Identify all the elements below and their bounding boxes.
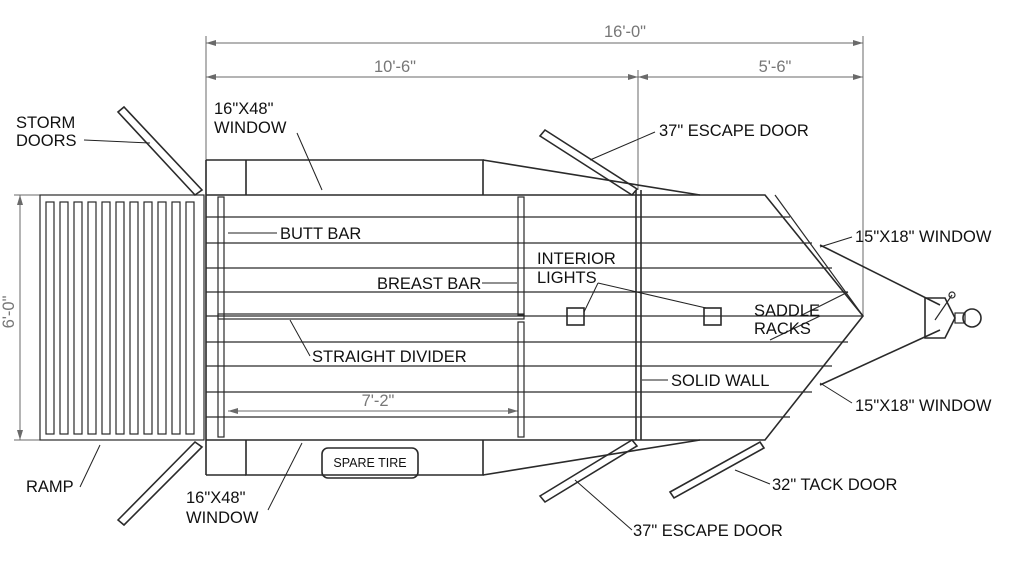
- interior-lights: [566, 307, 722, 326]
- saddle-racks-label-2: RACKS: [754, 320, 811, 338]
- tack-door-label: 32" TACK DOOR: [772, 476, 897, 494]
- storm-doors-label-1: STORM: [16, 114, 75, 132]
- tack-door: [668, 440, 766, 500]
- butt-bar-label: BUTT BAR: [280, 225, 361, 243]
- floor-boards: [206, 216, 863, 418]
- living-length-text: 10'-6": [374, 58, 416, 76]
- light-2: [703, 307, 722, 326]
- light-1: [566, 307, 585, 326]
- storm-doors-label-2: DOORS: [16, 132, 77, 150]
- window-nose-bottom-label: 15"X18" WINDOW: [855, 397, 992, 415]
- spare-tire: SPARE TIRE: [321, 447, 419, 479]
- dimension-stall-length: 7'-2": [228, 392, 518, 414]
- escape-door-bottom: [538, 438, 639, 504]
- interior-lights-label-2: LIGHTS: [537, 269, 597, 287]
- window-bottom-label-1: 16"X48": [186, 489, 246, 507]
- straight-divider-label: STRAIGHT DIVIDER: [312, 348, 467, 366]
- ramp: [39, 194, 205, 441]
- escape-door-bottom-label: 37" ESCAPE DOOR: [633, 522, 783, 540]
- dimension-width: 6'-0": [0, 194, 42, 441]
- window-top-label-2: WINDOW: [214, 119, 287, 137]
- saddle-racks-label-1: SADDLE: [754, 302, 820, 320]
- stall-length-text: 7'-2": [362, 392, 395, 410]
- hitch-tongue: [819, 244, 982, 386]
- window-bottom-label-2: WINDOW: [186, 509, 259, 527]
- window-nose-top-label: 15"X18" WINDOW: [855, 228, 992, 246]
- dimension-living-length: 10'-6": [206, 58, 639, 190]
- escape-door-top: [538, 128, 639, 197]
- solid-wall: [635, 190, 642, 440]
- escape-door-top-label: 37" ESCAPE DOOR: [659, 122, 809, 140]
- breast-bar-label: BREAST BAR: [377, 275, 481, 293]
- window-top-label-1: 16"X48": [214, 100, 274, 118]
- butt-bars: [217, 196, 225, 438]
- interior-lights-label-1: INTERIOR: [537, 250, 616, 268]
- straight-divider: [217, 313, 525, 320]
- breast-bars: [517, 196, 525, 438]
- dimension-nose-length: 5'-6": [638, 58, 863, 80]
- dimension-overall-length: 16'-0": [205, 23, 864, 316]
- ramp-label: RAMP: [26, 478, 74, 496]
- solid-wall-label: SOLID WALL: [671, 372, 769, 390]
- overall-length-text: 16'-0": [604, 23, 646, 41]
- nose-length-text: 5'-6": [759, 58, 792, 76]
- leader-lines: [79, 131, 853, 531]
- width-text: 6'-0": [0, 295, 18, 328]
- storm-doors: [116, 105, 204, 527]
- ramp-slats: [45, 201, 195, 435]
- spare-tire-label: SPARE TIRE: [333, 456, 406, 470]
- saddle-racks: [769, 291, 849, 341]
- trailer-body: [205, 159, 865, 476]
